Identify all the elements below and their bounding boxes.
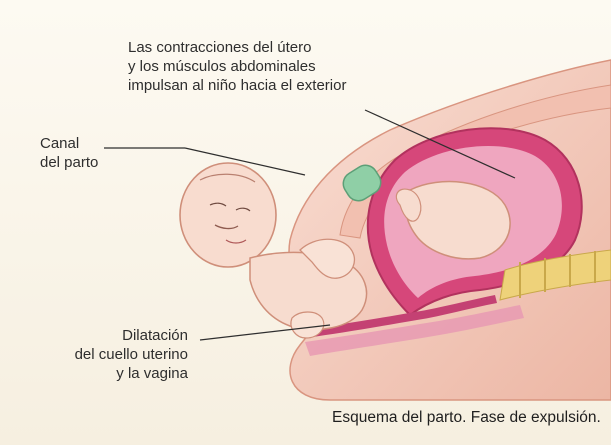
label-contractions-line2: y los músculos abdominales [128,57,346,76]
label-dilation: Dilatación del cuello uterino y la vagin… [36,326,188,383]
label-dilation-line3: y la vagina [36,364,188,383]
label-birth-canal: Canal del parto [40,134,98,172]
label-contractions-line1: Las contracciones del útero [128,38,346,57]
baby-head [180,163,276,267]
label-dilation-line1: Dilatación [36,326,188,345]
label-birth-canal-line1: Canal [40,134,98,153]
label-contractions-line3: impulsan al niño hacia el exterior [128,76,346,95]
label-contractions: Las contracciones del útero y los múscul… [128,38,346,95]
figure-caption: Esquema del parto. Fase de expulsión. [332,409,601,427]
label-birth-canal-line2: del parto [40,153,98,172]
baby-hand [291,312,324,338]
label-dilation-line2: del cuello uterino [36,345,188,364]
